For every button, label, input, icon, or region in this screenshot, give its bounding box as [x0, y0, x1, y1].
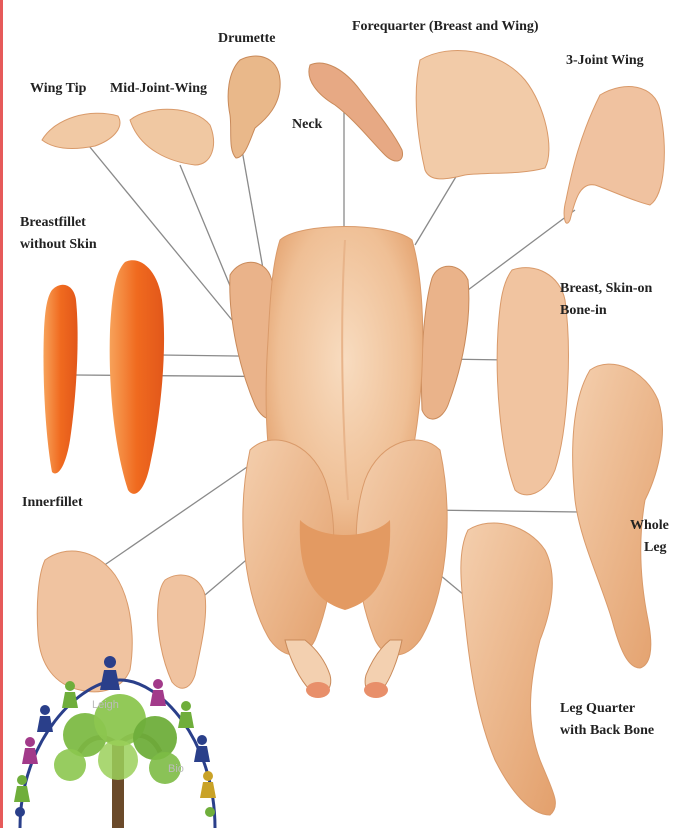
label-whole-leg-line1: Whole	[630, 515, 669, 537]
label-leg-quarter: Leg Quarter with Back Bone	[560, 698, 654, 742]
forequarter-piece	[416, 50, 549, 178]
label-three-joint-wing: 3-Joint Wing	[566, 50, 644, 72]
label-breastfillet: Breastfillet without Skin	[20, 212, 97, 256]
label-breastfillet-line2: without Skin	[20, 234, 97, 256]
label-wing-tip: Wing Tip	[30, 78, 86, 100]
label-breast-skin-on-line1: Breast, Skin-on	[560, 278, 652, 300]
logo-text-fragment-2: Bio	[168, 763, 184, 775]
three-joint-wing-piece	[564, 87, 664, 224]
leg-quarter-piece	[461, 523, 556, 815]
drumette-piece	[228, 56, 280, 158]
label-drumette: Drumette	[218, 28, 276, 50]
neck-piece	[309, 63, 403, 161]
label-neck: Neck	[292, 114, 322, 136]
back-piece	[37, 551, 132, 692]
label-breast-skin-on-line2: Bone-in	[560, 300, 652, 322]
label-whole-leg: Whole Leg	[630, 515, 669, 559]
label-leg-quarter-line1: Leg Quarter	[560, 698, 654, 720]
frame-edge	[0, 0, 3, 828]
breastfillet-piece	[110, 260, 164, 494]
label-breastfillet-line1: Breastfillet	[20, 212, 97, 234]
whole-chicken	[230, 227, 469, 699]
wing-tip-piece	[42, 113, 120, 148]
label-whole-leg-line2: Leg	[630, 537, 669, 559]
label-mid-joint-wing: Mid-Joint-Wing	[110, 78, 207, 100]
label-breast-skin-on: Breast, Skin-on Bone-in	[560, 278, 652, 322]
logo-text-fragment-1: Leigh	[92, 699, 119, 711]
label-innerfillet: Innerfillet	[22, 492, 83, 514]
drumstick-piece	[158, 575, 206, 688]
breast-skin-on-piece	[497, 268, 568, 495]
label-forequarter: Forequarter (Breast and Wing)	[352, 16, 539, 38]
innerfillet-piece	[43, 285, 77, 474]
label-leg-quarter-line2: with Back Bone	[560, 720, 654, 742]
mid-joint-wing-piece	[130, 109, 214, 165]
